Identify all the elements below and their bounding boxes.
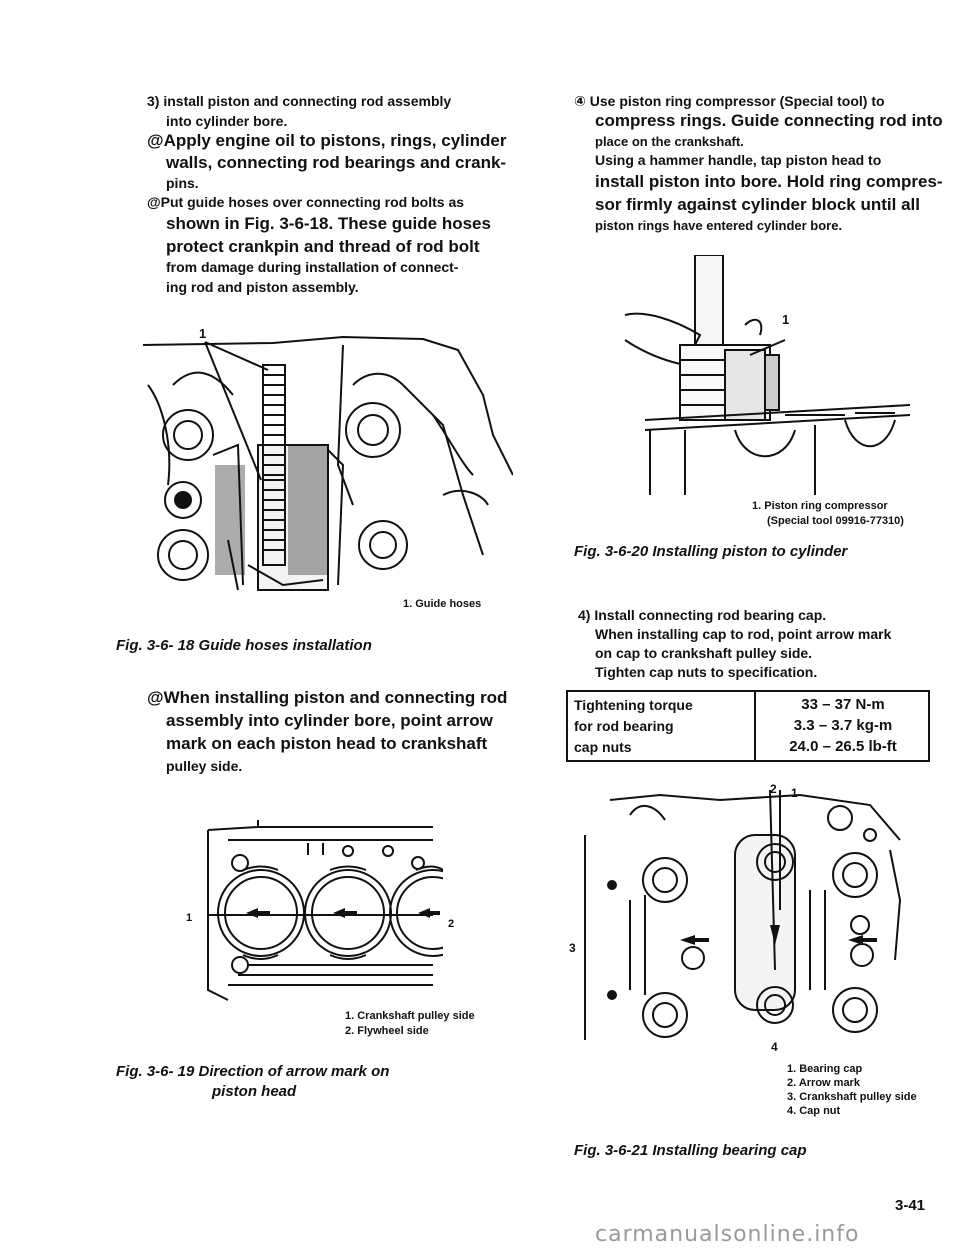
- step3-line2: into cylinder bore.: [166, 113, 288, 129]
- bullet4-line6: sor firmly against cylinder block until …: [595, 195, 920, 214]
- fig19-callout-2: 2: [448, 918, 455, 930]
- bullet4-line4: Using a hammer handle, tap piston head t…: [595, 152, 882, 168]
- spec-value-kgm: 3.3 – 3.7 kg-m: [793, 717, 893, 734]
- fig21-callout-1: 1: [791, 786, 798, 800]
- spec-label-line1: Tightening torque: [574, 697, 693, 713]
- bearing-cap-illustration: [584, 790, 902, 1040]
- fig19-legend-1: 1. Crankshaft pulley side: [345, 1010, 475, 1022]
- fig21-legend-4: 4. Cap nut: [787, 1105, 841, 1117]
- bullet1-line1: @Apply engine oil to pistons, rings, cyl…: [147, 131, 507, 150]
- fig19-legend-2: 2. Flywheel side: [345, 1025, 429, 1037]
- bullet4-line5: install piston into bore. Hold ring comp…: [595, 172, 943, 191]
- fig21-legend-2: 2. Arrow mark: [787, 1077, 860, 1089]
- step4-line1: 4) Install connecting rod bearing cap.: [578, 607, 827, 623]
- fig21-caption: Fig. 3-6-21 Installing bearing cap: [574, 1142, 807, 1159]
- ring-compressor-illustration: [624, 255, 911, 495]
- bullet2-line4: from damage during installation of conne…: [166, 259, 459, 275]
- bullet4-line7: piston rings have entered cylinder bore.: [595, 218, 843, 233]
- fig19-callout-1: 1: [186, 912, 193, 924]
- fig19-caption-line2: piston head: [212, 1083, 297, 1100]
- fig20-callout-1: 1: [782, 312, 790, 327]
- watermark: carmanualsonline.info: [595, 1222, 860, 1247]
- piston-arrow-illustration: [207, 820, 443, 1001]
- step4-line3: on cap to crankshaft pulley side.: [595, 645, 813, 661]
- spec-value-nm: 33 – 37 N-m: [801, 696, 885, 713]
- fig20-legend-2: (Special tool 09916-77310): [767, 515, 904, 527]
- bullet2-line5: ing rod and piston assembly.: [166, 279, 359, 295]
- spec-label-line2: for rod bearing: [574, 718, 674, 734]
- fig20-legend-1: 1. Piston ring compressor: [752, 500, 888, 512]
- step3-line1: 3) install piston and connecting rod ass…: [147, 93, 452, 109]
- step4-line2: When installing cap to rod, point arrow …: [595, 626, 892, 642]
- bullet3-line1: @When installing piston and connecting r…: [147, 688, 508, 707]
- bullet2-line3: protect crankpin and thread of rod bolt: [166, 237, 480, 256]
- guide-hoses-illustration: [143, 335, 513, 591]
- fig18-legend-1: 1. Guide hoses: [403, 598, 482, 610]
- spec-value-lbft: 24.0 – 26.5 lb-ft: [789, 738, 897, 755]
- bullet1-line3: pins.: [166, 175, 199, 191]
- fig18-caption: Fig. 3-6- 18 Guide hoses installation: [116, 637, 372, 654]
- fig21-legend-1: 1. Bearing cap: [787, 1063, 863, 1075]
- bullet1-line2: walls, connecting rod bearings and crank…: [166, 153, 507, 172]
- bullet3-line4: pulley side.: [166, 758, 243, 774]
- bullet3-line3: mark on each piston head to crankshaft: [166, 734, 488, 753]
- fig18-callout-1: 1: [199, 326, 207, 341]
- table-divider: [754, 692, 756, 760]
- step4-line4: Tighten cap nuts to specification.: [595, 664, 818, 680]
- fig19-caption-line1: Fig. 3-6- 19 Direction of arrow mark on: [116, 1063, 390, 1080]
- bullet4-line3: place on the crankshaft.: [595, 134, 744, 149]
- bullet3-line2: assembly into cylinder bore, point arrow: [166, 711, 493, 730]
- fig21-callout-3: 3: [569, 941, 576, 955]
- spec-label-line3: cap nuts: [574, 739, 632, 755]
- bullet2-line2: shown in Fig. 3-6-18. These guide hoses: [166, 214, 491, 233]
- page-number: 3-41: [895, 1197, 926, 1214]
- fig21-callout-4: 4: [771, 1040, 778, 1054]
- fig21-callout-2: 2: [770, 782, 777, 796]
- fig20-caption: Fig. 3-6-20 Installing piston to cylinde…: [574, 543, 848, 560]
- bullet2-line1: @Put guide hoses over connecting rod bol…: [147, 194, 465, 210]
- fig21-legend-3: 3. Crankshaft pulley side: [787, 1091, 917, 1103]
- bullet4-line1: ④ Use piston ring compressor (Special to…: [574, 93, 885, 109]
- tightening-torque-table: Tightening torque for rod bearing cap nu…: [566, 690, 930, 762]
- bullet4-line2: compress rings. Guide connecting rod int…: [595, 111, 943, 130]
